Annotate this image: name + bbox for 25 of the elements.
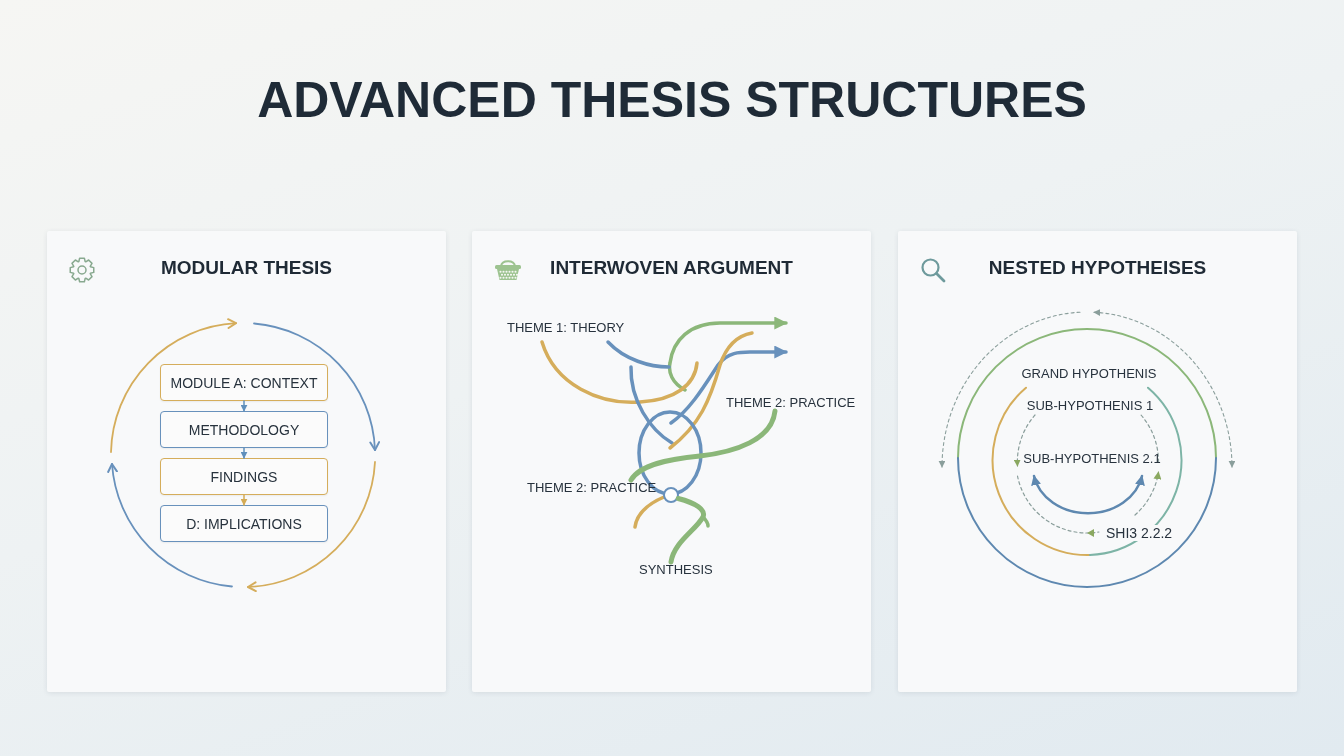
hypothesis-label: SUB-HYPOTHENIS 2.1 — [1023, 451, 1161, 467]
junction-circle — [663, 487, 679, 503]
page-title: ADVANCED THESIS STRUCTURES — [257, 72, 1087, 128]
theme-label: THEME 2: PRACTICE — [726, 395, 856, 411]
arrow — [240, 400, 248, 412]
panel-card — [47, 231, 446, 692]
module-box: MODULE A: CONTEXT — [160, 364, 328, 401]
hypothesis-label: SHI3 2.2.2 — [1106, 525, 1173, 541]
connector-line — [668, 496, 706, 565]
module-box: FINDINGS — [160, 458, 328, 495]
theme-label: THEME 2: PRACTICE — [527, 480, 657, 496]
module-box: METHODOLOGY — [160, 411, 328, 448]
theme-label: THEME 1: THEORY — [507, 320, 625, 336]
panel-heading: NESTED HYPOTHEISES — [988, 256, 1207, 280]
connector-line — [628, 408, 778, 483]
arrow — [240, 447, 248, 459]
arrow — [240, 494, 248, 506]
synthesis-label: SYNTHESIS — [639, 562, 713, 578]
panel-heading: MODULAR THESIS — [161, 256, 332, 280]
panel-card — [898, 231, 1297, 692]
panel-heading: INTERWOVEN ARGUMENT — [550, 256, 793, 280]
hypothesis-label: GRAND HYPOTHENIS — [1021, 366, 1157, 382]
module-box: D: IMPLICATIONS — [160, 505, 328, 542]
hypothesis-label: SUB-HYPOTHENIS 1 — [1026, 398, 1154, 414]
panel-card — [472, 231, 871, 692]
